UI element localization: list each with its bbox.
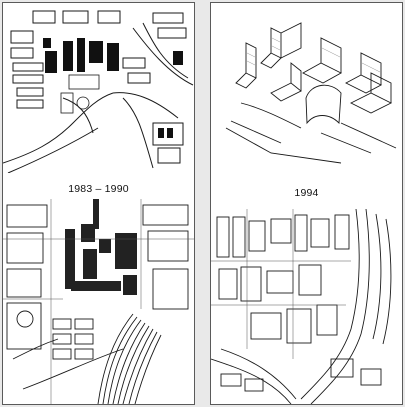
period-label-1983-1990: 1983 – 1990 xyxy=(68,183,129,195)
period-label-1994: 1994 xyxy=(294,187,319,199)
right-panel: 1994 xyxy=(210,2,403,405)
urban-plan-bottom-left xyxy=(3,199,194,404)
axonometric-view xyxy=(225,22,397,164)
left-panel: 1983 – 1990 xyxy=(2,2,195,405)
urban-plan-bottom-right xyxy=(211,209,392,404)
urban-plan-top-left xyxy=(3,10,194,173)
